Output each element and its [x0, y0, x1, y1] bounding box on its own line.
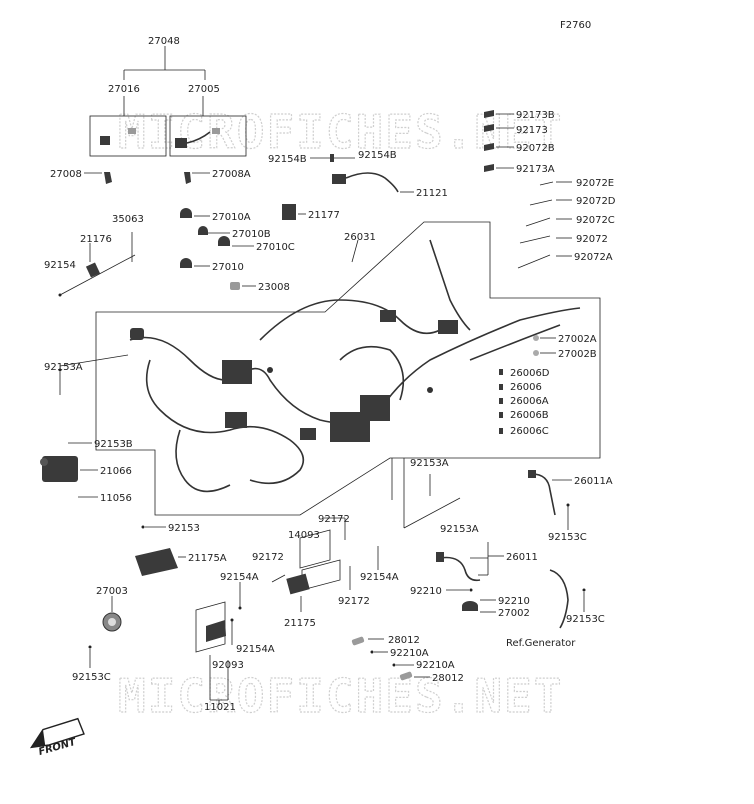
part-label-21175a: 21175A: [188, 553, 227, 564]
part-label-21177: 21177: [308, 210, 340, 221]
watermark-bottom: MICROFICHES.NET: [118, 669, 563, 723]
part-label-92154: 92154: [44, 260, 76, 271]
part-label-27010b: 27010B: [232, 229, 271, 240]
part-label-92072b: 92072B: [516, 143, 555, 154]
clip-group-top-right: [484, 110, 572, 269]
watermark-top: MICROFICHES.NET: [118, 105, 563, 159]
part-label-92153b: 92153B: [94, 439, 133, 450]
part-label-92173: 92173: [516, 125, 548, 136]
part-label-92210_l: 92210: [410, 586, 442, 597]
part-label-92072: 92072: [576, 234, 608, 245]
part-label-11056: 11056: [100, 493, 132, 504]
part-label-28012_t: 28012: [388, 635, 420, 646]
terminal-27008: [104, 172, 112, 184]
part-number-labels: 27048 27016 27005 27008 27008A 92173B 92173 920…: [44, 36, 616, 713]
wire-26011A: [528, 470, 572, 530]
wire-ref-generator: [549, 569, 586, 629]
part-label-92154b_r: 92154B: [358, 150, 397, 161]
part-label-92153a_m: 92153A: [410, 458, 449, 469]
connector-group-27048: [84, 46, 247, 184]
part-label-21066: 21066: [100, 466, 132, 477]
part-label-92072d: 92072D: [576, 196, 616, 207]
part-label-92153c_r1: 92153C: [548, 532, 587, 543]
part-label-27010c: 27010C: [256, 242, 295, 253]
part-label-92173b: 92173B: [516, 110, 555, 121]
leader-92153A-mid: [391, 458, 461, 529]
fuse-group-26006: [499, 335, 556, 434]
part-label-92153c_l: 92153C: [72, 672, 111, 683]
part-label-92154b_l: 92154B: [268, 154, 307, 165]
part-label-27008: 27008: [50, 169, 82, 180]
bracket-14093: [271, 517, 379, 612]
part-label-21121: 21121: [416, 188, 448, 199]
part-label-27010: 27010: [212, 262, 244, 273]
wire-26011: [436, 542, 504, 613]
part-label-92173a: 92173A: [516, 164, 555, 175]
part-label-92072c: 92072C: [576, 215, 615, 226]
part-label-92153c_r2: 92153C: [566, 614, 605, 625]
bracket-11021: [195, 582, 242, 705]
terminal-27008A: [184, 172, 191, 184]
part-label-23008: 23008: [258, 282, 290, 293]
part-label-11021: 11021: [204, 702, 236, 713]
part-label-92154a_t: 92154A: [220, 572, 259, 583]
regulator-21066: [40, 354, 129, 498]
part-label-92153a_b: 92153A: [440, 524, 479, 535]
part-label-92172_b: 92172: [338, 596, 370, 607]
part-label-92210a_t: 92210A: [390, 648, 429, 659]
part-label-92210_r: 92210: [498, 596, 530, 607]
part-label-92093: 92093: [212, 660, 244, 671]
part-label-26006: 26006: [510, 382, 542, 393]
part-label-92154a_b: 92154A: [236, 644, 275, 655]
main-harness-26031: [95, 221, 601, 516]
part-label-28012_b: 28012: [432, 673, 464, 684]
part-label-26006c: 26006C: [510, 426, 549, 437]
part-label-92154a_r: 92154A: [360, 572, 399, 583]
part-label-92153a_l: 92153A: [44, 362, 83, 373]
small-parts-left: [58, 204, 306, 297]
connector-27016-part: [100, 136, 110, 145]
front-arrow: [29, 717, 85, 749]
part-label-92172_t: 92172: [318, 514, 350, 525]
part-label-14093: 14093: [288, 530, 320, 541]
part-label-27002: 27002: [498, 608, 530, 619]
part-label-92210a_b: 92210A: [416, 660, 455, 671]
part-label-92172_l: 92172: [252, 552, 284, 563]
part-label-26006d: 26006D: [510, 368, 550, 379]
part-label-27002b: 27002B: [558, 349, 597, 360]
part-label-27003: 27003: [96, 586, 128, 597]
part-label-92072a: 92072A: [574, 252, 613, 263]
sensor-27003: [88, 596, 122, 668]
part-label-27016: 27016: [108, 84, 140, 95]
part-label-27048: 27048: [148, 36, 180, 47]
part-label-26006a: 26006A: [510, 396, 549, 407]
part-label-26006b: 26006B: [510, 410, 549, 421]
part-label-27002a: 27002A: [558, 334, 597, 345]
bracket-21175A: [135, 525, 186, 576]
part-label-27010a: 27010A: [212, 212, 251, 223]
connector-27005-part: [175, 138, 187, 148]
part-label-21175: 21175: [284, 618, 316, 629]
part-label-35063: 35063: [112, 214, 144, 225]
part-label-26031: 26031: [344, 232, 376, 243]
part-label-21176: 21176: [80, 234, 112, 245]
part-label-92072e: 92072E: [576, 178, 614, 189]
part-label-27008a: 27008A: [212, 169, 251, 180]
part-label-26011a: 26011A: [574, 476, 613, 487]
ref-note: Ref.Generator: [506, 638, 576, 649]
part-label-27005: 27005: [188, 84, 220, 95]
part-label-92153: 92153: [168, 523, 200, 534]
diagram-code: F2760: [560, 20, 591, 31]
part-label-26011: 26011: [506, 552, 538, 563]
fuse-28012-group: [351, 636, 430, 681]
sensor-21121: [310, 154, 414, 193]
